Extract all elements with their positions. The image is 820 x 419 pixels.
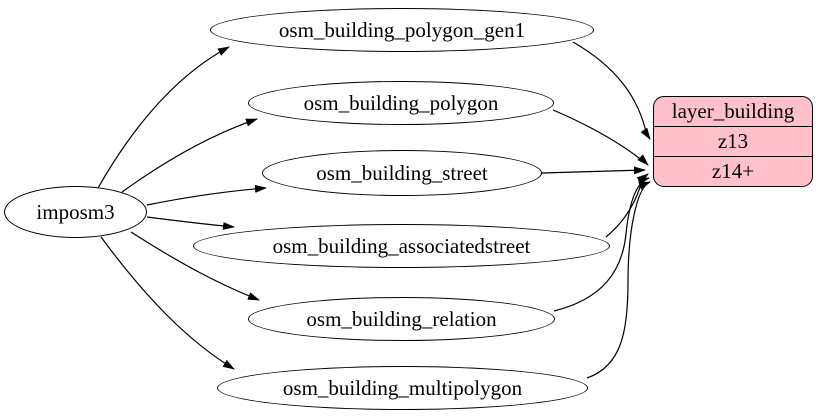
edge-osm-building-multipolygon-to-layer-building-z14 bbox=[586, 181, 651, 379]
node-imposm3-label: imposm3 bbox=[36, 199, 115, 224]
edge-imposm3-to-osm-building-relation bbox=[130, 231, 260, 301]
edge-imposm3-to-osm-building-multipolygon bbox=[100, 236, 235, 370]
edge-osm-building-polygon-to-layer-building-z14 bbox=[552, 109, 649, 166]
node-osm-building-relation: osm_building_relation bbox=[248, 297, 555, 341]
edge-osm-building-polygon-gen1-to-layer-building-z13 bbox=[572, 41, 651, 140]
node-osm-building-polygon-gen1: osm_building_polygon_gen1 bbox=[210, 8, 594, 52]
edge-imposm3-to-osm-building-street bbox=[146, 184, 267, 206]
node-label: osm_building_relation bbox=[306, 306, 497, 331]
node-layer-building: layer_building z13 z14+ bbox=[653, 96, 813, 187]
node-label: osm_building_street bbox=[316, 160, 488, 185]
node-osm-building-polygon: osm_building_polygon bbox=[248, 81, 554, 125]
edge-osm-building-relation-to-layer-building-z14 bbox=[553, 177, 650, 312]
node-osm-building-street: osm_building_street bbox=[262, 150, 542, 196]
layer-building-row-z13: z13 bbox=[654, 126, 812, 156]
layer-building-row-z14plus: z14+ bbox=[654, 156, 812, 186]
node-label: osm_building_multipolygon bbox=[282, 375, 523, 400]
node-osm-building-associatedstreet: osm_building_associatedstreet bbox=[193, 224, 610, 268]
node-imposm3: imposm3 bbox=[4, 186, 147, 238]
edge-imposm3-to-osm-building-polygon-gen1 bbox=[97, 46, 230, 189]
edge-imposm3-to-osm-building-polygon bbox=[121, 118, 258, 193]
edge-osm-building-street-to-layer-building-z14 bbox=[541, 166, 646, 175]
edge-osm-building-associatedstreet-to-layer-building-z14 bbox=[605, 173, 649, 238]
node-label: osm_building_associatedstreet bbox=[272, 233, 531, 258]
node-label: osm_building_polygon_gen1 bbox=[278, 17, 526, 42]
node-osm-building-multipolygon: osm_building_multipolygon bbox=[217, 366, 588, 410]
node-label: osm_building_polygon bbox=[303, 90, 499, 115]
layer-building-title: layer_building bbox=[671, 99, 795, 123]
edge-imposm3-to-osm-building-associatedstreet bbox=[146, 216, 235, 230]
